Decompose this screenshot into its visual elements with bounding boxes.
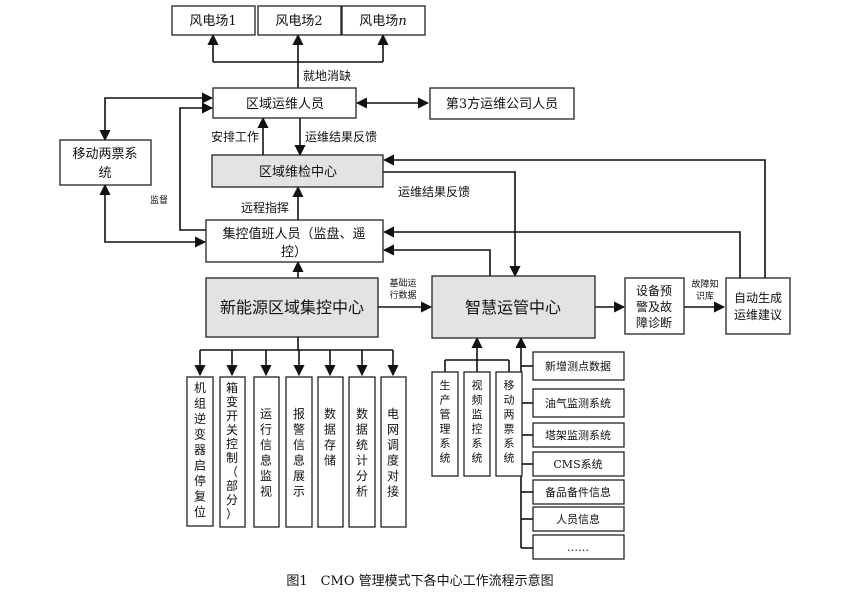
suggestion-line-1: 自动生成: [734, 291, 782, 305]
func-box-4: [285, 376, 313, 528]
label-om-feedback-1: 运维结果反馈: [305, 130, 377, 144]
diagnosis-line-2: 警及故: [636, 299, 672, 314]
func-label-7: 电网调度对接: [387, 407, 399, 499]
data-box-7: [532, 534, 625, 560]
label-basic-data-line-1: 基础运: [389, 277, 416, 289]
subsystem-label-2: 视频监控系统: [472, 378, 483, 465]
smart-center-box: [431, 275, 596, 339]
third-party-box: [429, 87, 575, 120]
node-boxes: [59, 5, 791, 560]
mobile-tickets-line-2: 统: [98, 166, 111, 181]
label-remote-command: 远程指挥: [241, 200, 289, 215]
data-box-4: [532, 451, 625, 477]
diagnosis-line-1: 设备预: [636, 284, 672, 298]
wind-farm-1: 风电场1: [189, 14, 236, 29]
data-box-6: [532, 506, 625, 532]
data-label-7: ……: [567, 541, 589, 554]
wind-farm-n: 风电场n: [359, 14, 406, 29]
subsystem-label-3: 移动两票系统: [504, 379, 515, 465]
connectors: [99, 33, 766, 549]
duty-staff-line-1: 集控值班人员（监盘、遥: [222, 226, 365, 242]
control-center-box: [205, 277, 379, 338]
repair-center: 区域维检中心: [259, 165, 337, 180]
regional-staff-box: [212, 87, 357, 119]
label-fault-kb-line-1: 故障知: [691, 278, 718, 290]
data-box-2: [532, 388, 625, 418]
func-box-2: [219, 376, 246, 528]
diagnosis-line-3: 障诊断: [636, 315, 672, 330]
third-party-staff: 第3方运维公司人员: [446, 96, 558, 112]
label-supervise: 监督: [150, 194, 168, 206]
func-box-3: [253, 376, 280, 528]
duty-staff-line-2: 控）: [281, 245, 307, 260]
data-label-5: 备品备件信息: [545, 485, 611, 499]
suggestion-line-2: 运维建议: [734, 308, 782, 322]
func-label-1: 机组逆变器启停复位: [194, 381, 206, 519]
subsystem-box-1: [431, 371, 459, 477]
data-label-1: 新增测点数据: [545, 359, 611, 373]
label-fault-kb-line-2: 识库: [696, 290, 714, 302]
data-label-6: 人员信息: [556, 512, 600, 526]
smart-center: 智慧运管中心: [465, 298, 561, 317]
data-label-3: 塔架监测系统: [545, 429, 611, 442]
data-box-5: [532, 479, 625, 505]
node-labels: 风电场1 风电场2 风电场n 区域运维人员 第3方运维公司人员 移动两票系 统 …: [72, 14, 782, 554]
func-box-7: [380, 376, 407, 528]
data-label-4: CMS系统: [553, 458, 602, 471]
duty-staff-box: [205, 219, 384, 263]
label-local-elimination: 就地消缺: [303, 68, 351, 83]
mobile-tickets-box: [59, 139, 152, 186]
repair-center-box: [211, 154, 384, 188]
func-label-6: 数据统计分析: [356, 406, 368, 499]
label-basic-data-line-2: 行数据: [389, 289, 416, 301]
wind-farm-n-box: [341, 5, 426, 36]
diagnosis-box: [624, 277, 685, 335]
func-box-1: [186, 376, 214, 527]
mobile-tickets-line-1: 移动两票系: [72, 147, 137, 162]
subsystem-label-1: 生产管理系统: [440, 378, 451, 465]
wind-farm-n-prefix: 风电场: [359, 14, 398, 29]
suggestion-box: [725, 277, 791, 335]
wind-farm-n-suffix: n: [398, 14, 406, 29]
subsystem-box-2: [463, 371, 491, 477]
subsystem-box-3: [495, 371, 523, 477]
figure-caption: 图1 CMO 管理模式下各中心工作流程示意图: [286, 573, 553, 589]
regional-staff: 区域运维人员: [246, 97, 324, 112]
func-box-6: [348, 376, 376, 528]
wind-farm-2-box: [257, 5, 342, 36]
data-box-3: [532, 422, 625, 448]
func-label-3: 运行信息监视: [260, 407, 272, 499]
func-box-5: [317, 376, 344, 528]
label-arrange-work: 安排工作: [211, 129, 259, 144]
data-label-2: 油气监测系统: [545, 396, 611, 410]
control-center: 新能源区域集控中心: [220, 298, 364, 317]
wind-farm-2: 风电场2: [275, 14, 322, 29]
edge-labels: 就地消缺 安排工作 运维结果反馈 运维结果反馈 监督 远程指挥 基础运 行数据 …: [150, 68, 719, 302]
func-label-2: 箱变开关控制（部分）: [226, 380, 238, 521]
func-label-4: 报警信息展示: [293, 406, 305, 499]
label-om-feedback-2: 运维结果反馈: [398, 185, 470, 199]
wind-farm-1-box: [171, 5, 256, 36]
func-label-5: 数据存储: [324, 406, 336, 468]
data-box-1: [532, 351, 625, 381]
